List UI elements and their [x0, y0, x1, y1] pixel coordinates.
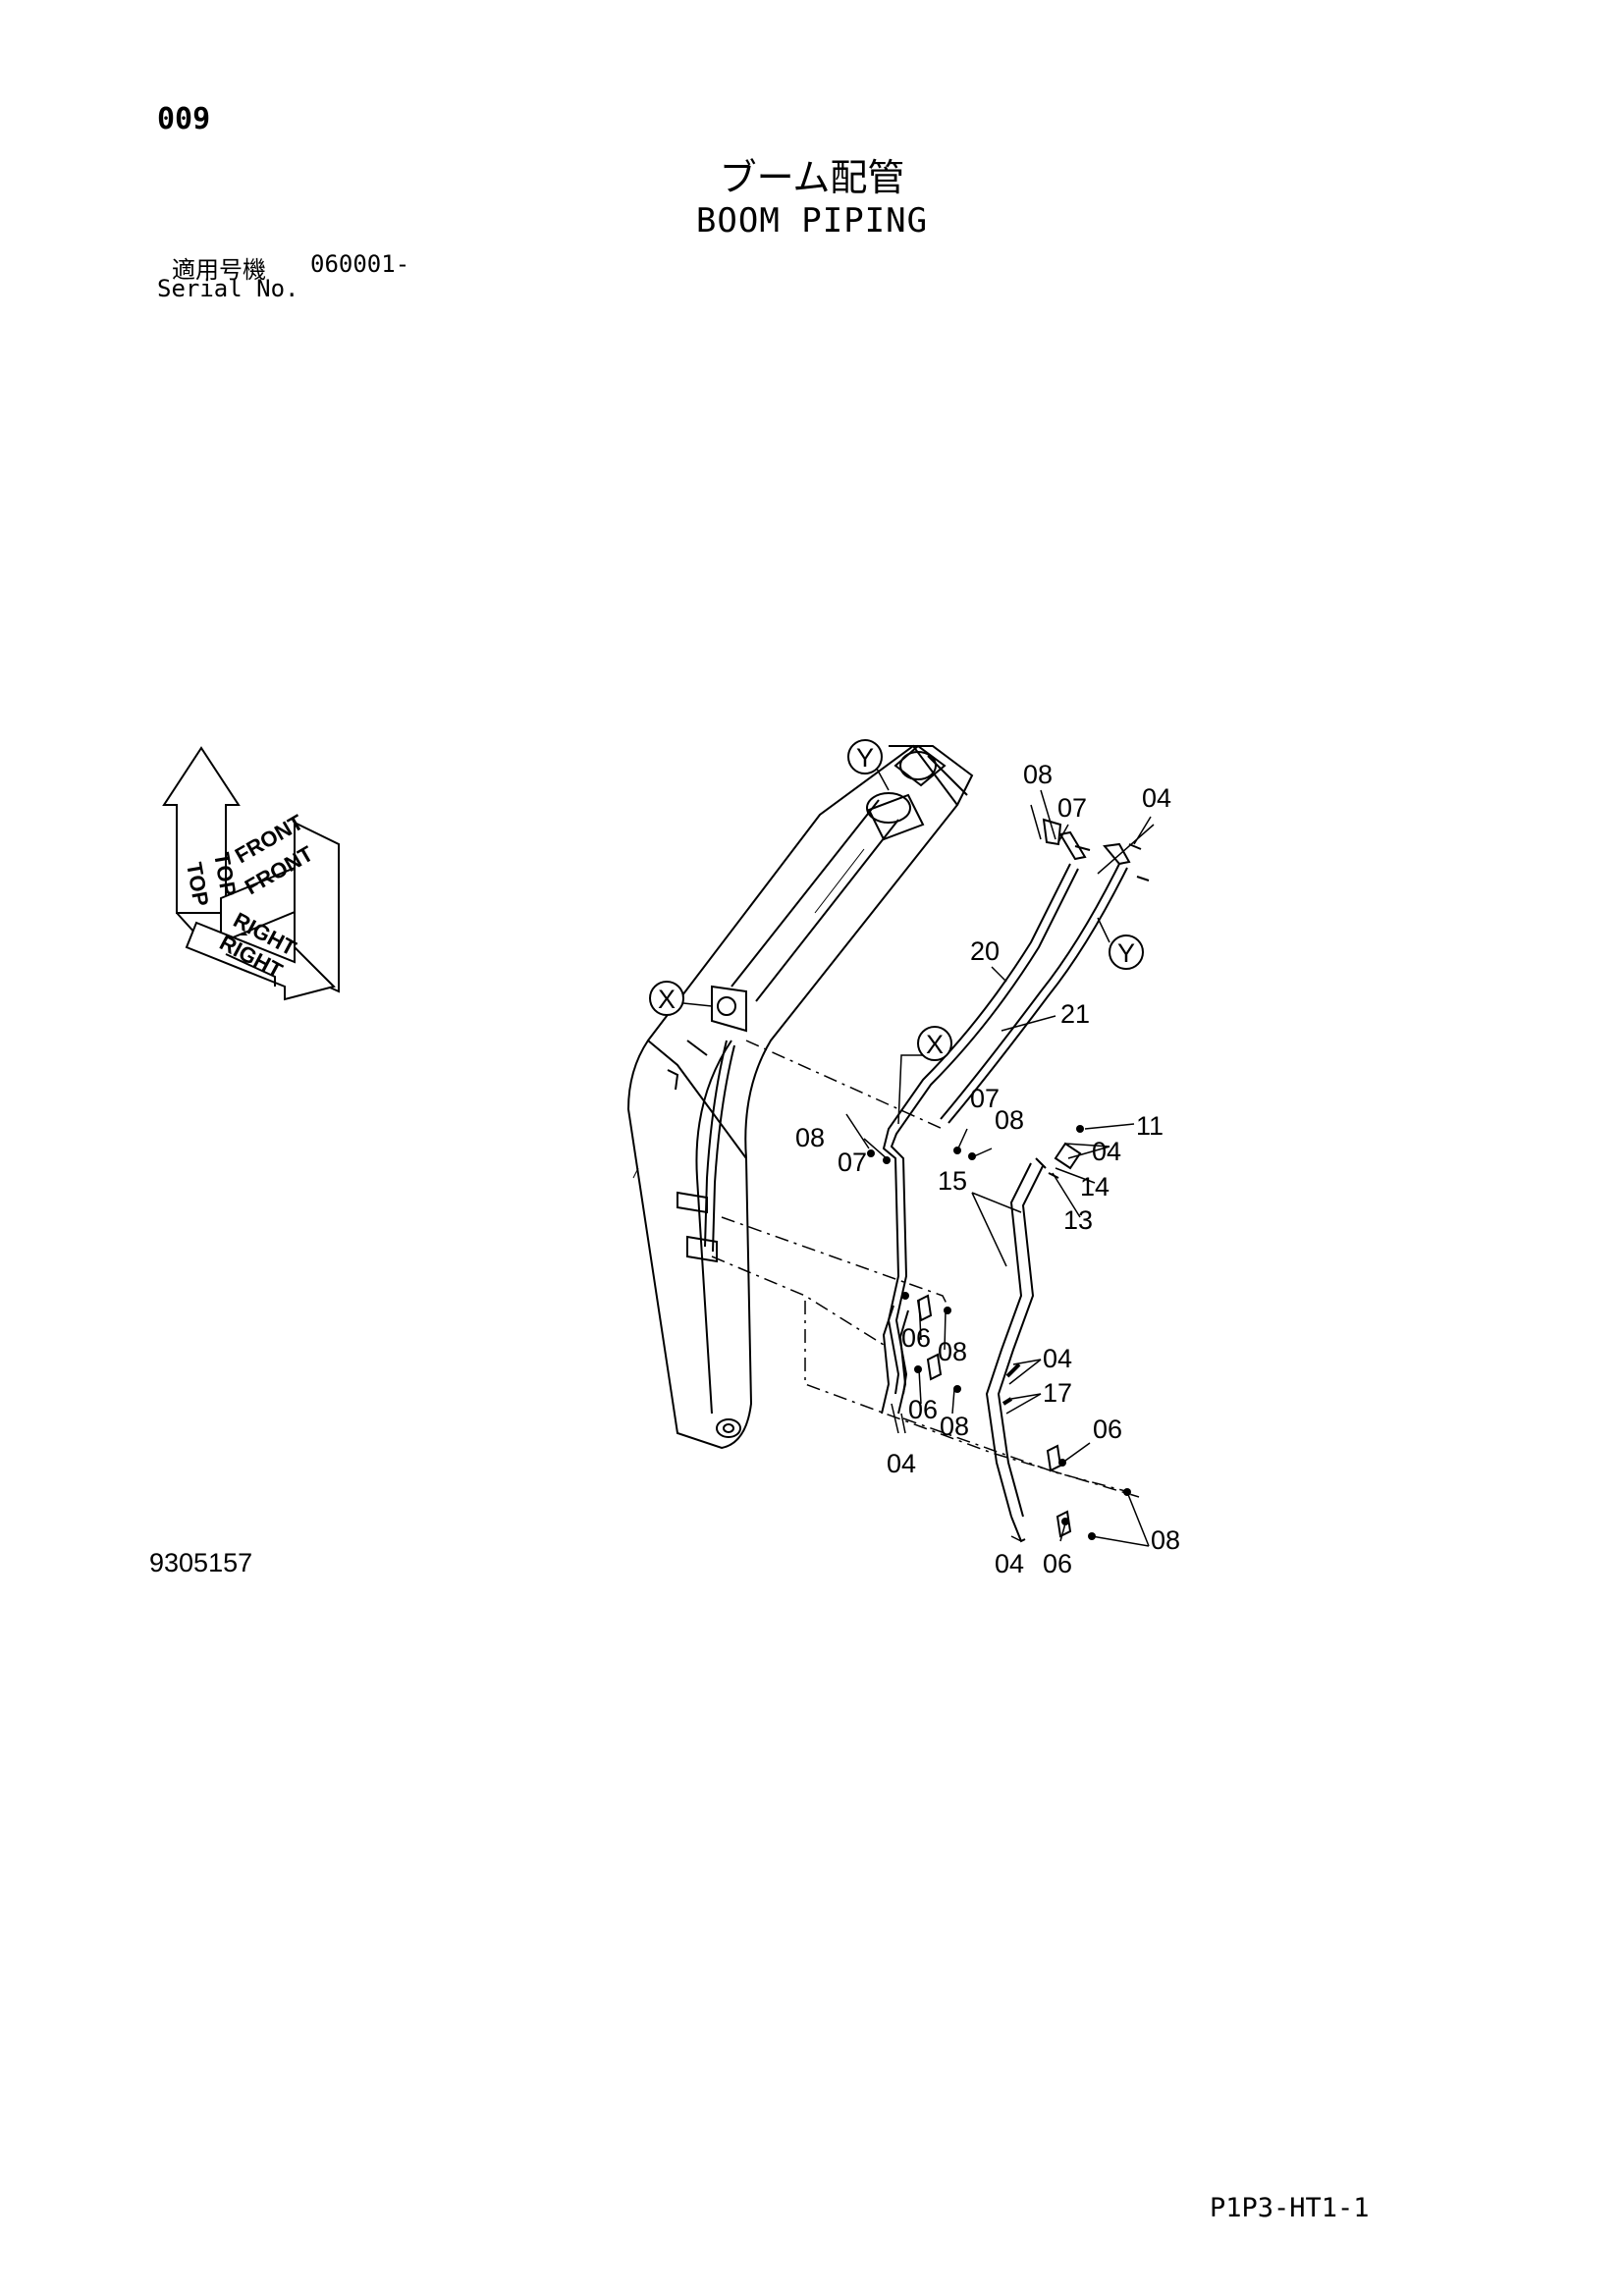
callout-right-04: 04	[1092, 1137, 1121, 1166]
detail-marker-x-mid-label: X	[926, 1030, 944, 1059]
hoses	[985, 1142, 1082, 1543]
serial-label-jp: 適用号機	[172, 256, 266, 284]
orientation-indicator	[162, 746, 341, 1001]
callout-right-08: 08	[1151, 1525, 1180, 1555]
callout-lower-08b: 08	[940, 1412, 969, 1441]
page-number: 009	[157, 102, 211, 136]
callout-11: 11	[1136, 1111, 1164, 1141]
detail-marker-y-top	[847, 739, 883, 774]
callout-13: 13	[1063, 1205, 1093, 1235]
callout-mid-08-right: 08	[995, 1105, 1024, 1135]
dashed-leaders	[711, 1040, 1140, 1498]
callout-lower-04: 04	[887, 1449, 916, 1478]
detail-marker-y-right-label: Y	[1117, 938, 1135, 968]
callout-top-07: 07	[1057, 793, 1087, 823]
callout-14: 14	[1080, 1172, 1110, 1201]
callout-21: 21	[1060, 999, 1090, 1029]
callout-right-04b: 04	[1043, 1344, 1072, 1373]
callout-top-08: 08	[1023, 760, 1053, 789]
pipe-21	[940, 863, 1120, 1120]
callout-15: 15	[938, 1166, 967, 1196]
callout-lower-06a: 06	[901, 1323, 931, 1353]
callout-lower-06b: 06	[908, 1395, 938, 1424]
right-arrow-icon	[185, 921, 336, 1001]
serial-value: 060001-	[310, 250, 410, 278]
detail-marker-x-left-label: X	[658, 985, 676, 1014]
callout-top-04: 04	[1142, 783, 1171, 813]
callout-mid-07-right: 07	[970, 1084, 1000, 1113]
detail-marker-y-right	[1109, 934, 1144, 970]
callout-17: 17	[1043, 1378, 1072, 1408]
boom-structure	[626, 744, 974, 1450]
page-title-jp: ブーム配管	[719, 156, 905, 199]
top-arrow-icon	[162, 746, 241, 914]
steel-pipes	[881, 818, 1150, 1415]
detail-marker-x-mid	[917, 1026, 952, 1061]
pipe-20	[882, 863, 1071, 1395]
callout-20: 20	[970, 936, 1000, 966]
serial-label-en: Serial No.	[157, 275, 299, 302]
detail-marker-y-top-label: Y	[856, 743, 874, 773]
callout-mid-07-left: 07	[838, 1148, 867, 1177]
callout-mid-08-left: 08	[795, 1123, 825, 1152]
page-title-en: BOOM PIPING	[695, 201, 929, 240]
callout-bottom-06: 06	[1043, 1549, 1072, 1578]
callout-lower-08a: 08	[938, 1337, 967, 1366]
detail-markers	[649, 739, 1144, 1061]
callout-right-06: 06	[1093, 1415, 1122, 1444]
callout-bottom-04: 04	[995, 1549, 1024, 1578]
drawing-number: 9305157	[149, 1548, 253, 1577]
sheet-code: P1P3-HT1-1	[1210, 2193, 1370, 2223]
leader-lines	[845, 789, 1155, 1547]
detail-marker-x-left	[649, 981, 684, 1016]
